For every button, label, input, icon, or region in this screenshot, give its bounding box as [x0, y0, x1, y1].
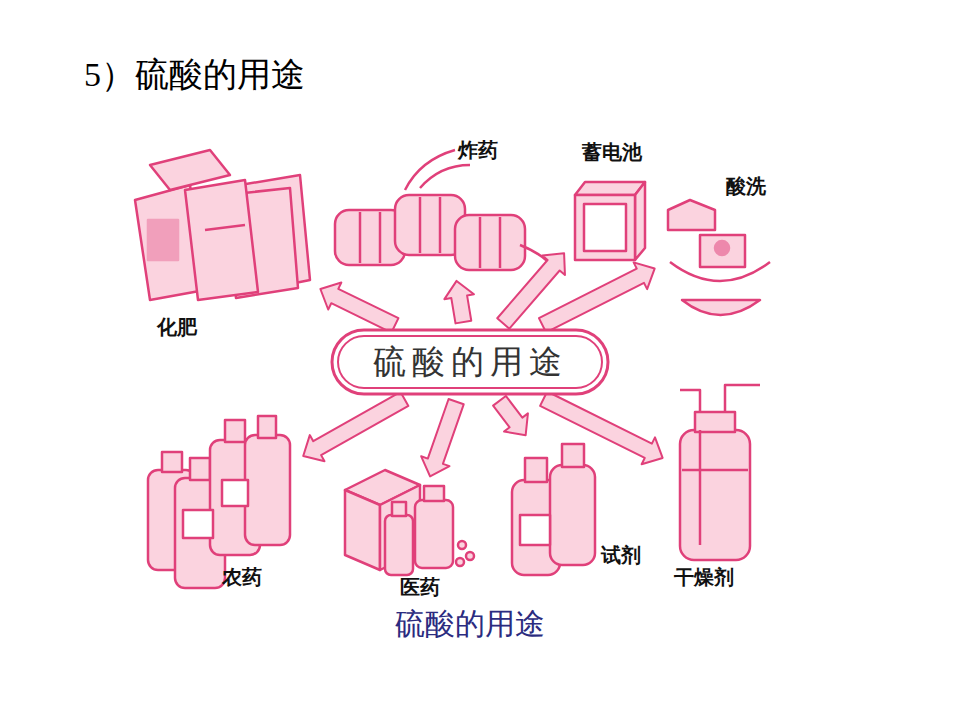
item-label: 干燥剂: [674, 564, 734, 591]
use-item: 蓄电池: [568, 135, 652, 265]
slide-title: 5）硫酸的用途: [84, 52, 305, 98]
hollow-arrow: [540, 392, 663, 465]
battery: [575, 182, 645, 260]
hollow-arrow: [444, 281, 474, 323]
hollow-arrow: [320, 283, 398, 333]
use-item: 化肥: [125, 140, 315, 340]
use-item: 医药: [340, 482, 475, 600]
acid-wash-tank: [668, 200, 770, 315]
item-label: 试剂: [601, 542, 641, 569]
item-label: 炸药: [458, 137, 498, 164]
use-item: 农药: [140, 412, 298, 595]
hollow-arrow: [303, 392, 408, 461]
caption-wrap: 硫酸的用途: [0, 604, 960, 645]
hub-box: 硫酸的用途: [330, 328, 610, 396]
fertilizer-bags: [135, 150, 310, 300]
pesticide-bottles: [148, 416, 290, 588]
reagent-bottles: [512, 444, 595, 575]
item-label: 酸洗: [726, 173, 766, 200]
hollow-arrow: [493, 396, 528, 435]
use-item: 干燥剂: [668, 380, 770, 592]
item-label: 化肥: [157, 314, 197, 341]
hollow-arrow: [421, 399, 464, 476]
gas-washing-bottle: [680, 385, 760, 560]
item-label: 农药: [222, 564, 262, 591]
item-label: 蓄电池: [582, 139, 642, 166]
item-label: 医药: [400, 574, 440, 601]
use-item: 炸药: [330, 135, 558, 275]
use-item: 试剂: [505, 440, 660, 580]
caption: 硫酸的用途: [395, 606, 545, 641]
medicine-box-and-bottles: [345, 470, 474, 575]
explosive-bundles: [335, 150, 555, 270]
hub-label: 硫酸的用途: [373, 340, 568, 385]
use-item: 酸洗: [660, 165, 772, 310]
hollow-arrow: [539, 262, 655, 332]
